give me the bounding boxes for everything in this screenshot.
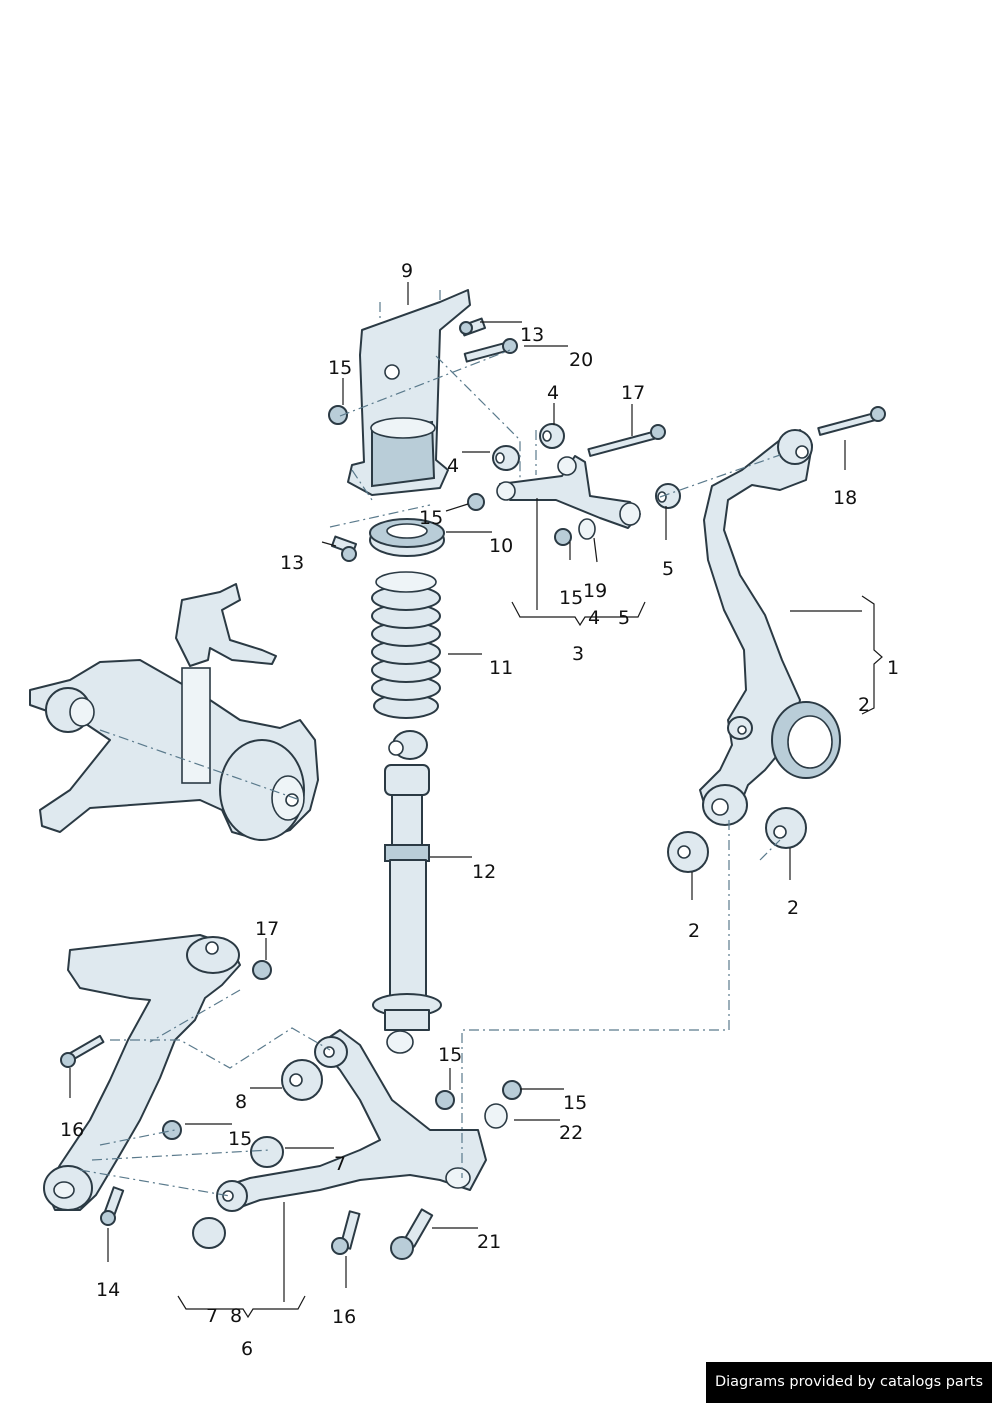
callout-5: 5: [662, 558, 674, 580]
assembled-suspension-overview: [29, 583, 319, 841]
callout-13: 13: [520, 324, 544, 346]
bolt-18: [817, 406, 886, 436]
nut-17-lower: [252, 960, 272, 980]
bolt-20: [463, 338, 518, 363]
leader-lines: [69, 282, 862, 1302]
callout-15: 15: [228, 1128, 252, 1150]
callout-2: 2: [858, 694, 870, 716]
assembly-lines: [79, 290, 781, 1197]
callout-7: 7: [206, 1305, 218, 1327]
callout-19: 19: [583, 580, 607, 602]
callout-2: 2: [787, 897, 799, 919]
nut-15-arm: [467, 493, 485, 511]
nut-15-mid: [435, 1090, 455, 1110]
callout-8: 8: [230, 1305, 242, 1327]
callout-14: 14: [96, 1279, 120, 1301]
callout-17: 17: [621, 382, 645, 404]
shock-absorber: [372, 730, 442, 1054]
lower-control-arm: [216, 1029, 487, 1212]
callout-4: 4: [447, 455, 459, 477]
lower-arm-body-section: [43, 934, 241, 1211]
callout-18: 18: [833, 487, 857, 509]
bolt-17-upper: [587, 424, 666, 457]
bolt-13-upper: [459, 317, 487, 337]
bushing-7-upper: [250, 1136, 284, 1168]
bushing-4-lower: [492, 445, 520, 471]
callout-8: 8: [235, 1091, 247, 1113]
callout-13: 13: [280, 552, 304, 574]
callout-7: 7: [334, 1153, 346, 1175]
callout-15: 15: [438, 1044, 462, 1066]
nut-15-upper: [328, 405, 348, 425]
bushing-4-upper: [539, 423, 565, 449]
bolt-16-mid: [331, 1210, 361, 1255]
callout-21: 21: [477, 1231, 501, 1253]
bushing-7-lower: [192, 1217, 226, 1249]
washer-19: [578, 518, 596, 540]
callout-15: 15: [419, 507, 443, 529]
callout-10: 10: [489, 535, 513, 557]
steering-knuckle: [699, 429, 841, 826]
callout-15: 15: [559, 587, 583, 609]
callout-9: 9: [401, 260, 413, 282]
strut-mount-part: [347, 289, 471, 496]
callout-22: 22: [559, 1122, 583, 1144]
callout-3: 3: [572, 643, 584, 665]
bushing-2-right: [765, 807, 807, 849]
bolt-13-lower: [330, 535, 358, 562]
callout-6: 6: [241, 1338, 253, 1360]
nut-15-right: [502, 1080, 522, 1100]
nut-15-arm-lower: [554, 528, 572, 546]
callout-11: 11: [489, 657, 513, 679]
callout-17: 17: [255, 918, 279, 940]
callout-20: 20: [569, 349, 593, 371]
callout-labels: 9 13 20 15 4 17 4 15 10 13 15 19 5 18 4 …: [60, 260, 899, 1360]
bolt-16-left: [60, 1034, 105, 1068]
callout-16: 16: [332, 1306, 356, 1328]
callout-15: 15: [328, 357, 352, 379]
bolt-21: [390, 1208, 434, 1260]
callout-12: 12: [472, 861, 496, 883]
spring-seat: [369, 518, 445, 557]
bushing-2-left: [667, 831, 709, 873]
callout-16: 16: [60, 1119, 84, 1141]
coil-spring: [371, 571, 441, 719]
callout-15: 15: [563, 1092, 587, 1114]
callout-4: 4: [588, 607, 600, 629]
callout-5: 5: [618, 607, 630, 629]
group-brackets: [177, 595, 883, 1319]
nut-15-left: [162, 1120, 182, 1140]
callout-1: 1: [887, 657, 899, 679]
bolt-14: [100, 1186, 125, 1226]
watermark-banner: Diagrams provided by catalogs parts: [706, 1362, 992, 1403]
callout-4: 4: [547, 382, 559, 404]
bushing-8: [281, 1059, 323, 1101]
bushing-5: [655, 483, 681, 509]
washer-22: [484, 1103, 508, 1129]
callout-2: 2: [688, 920, 700, 942]
upper-control-arm: [496, 455, 641, 529]
